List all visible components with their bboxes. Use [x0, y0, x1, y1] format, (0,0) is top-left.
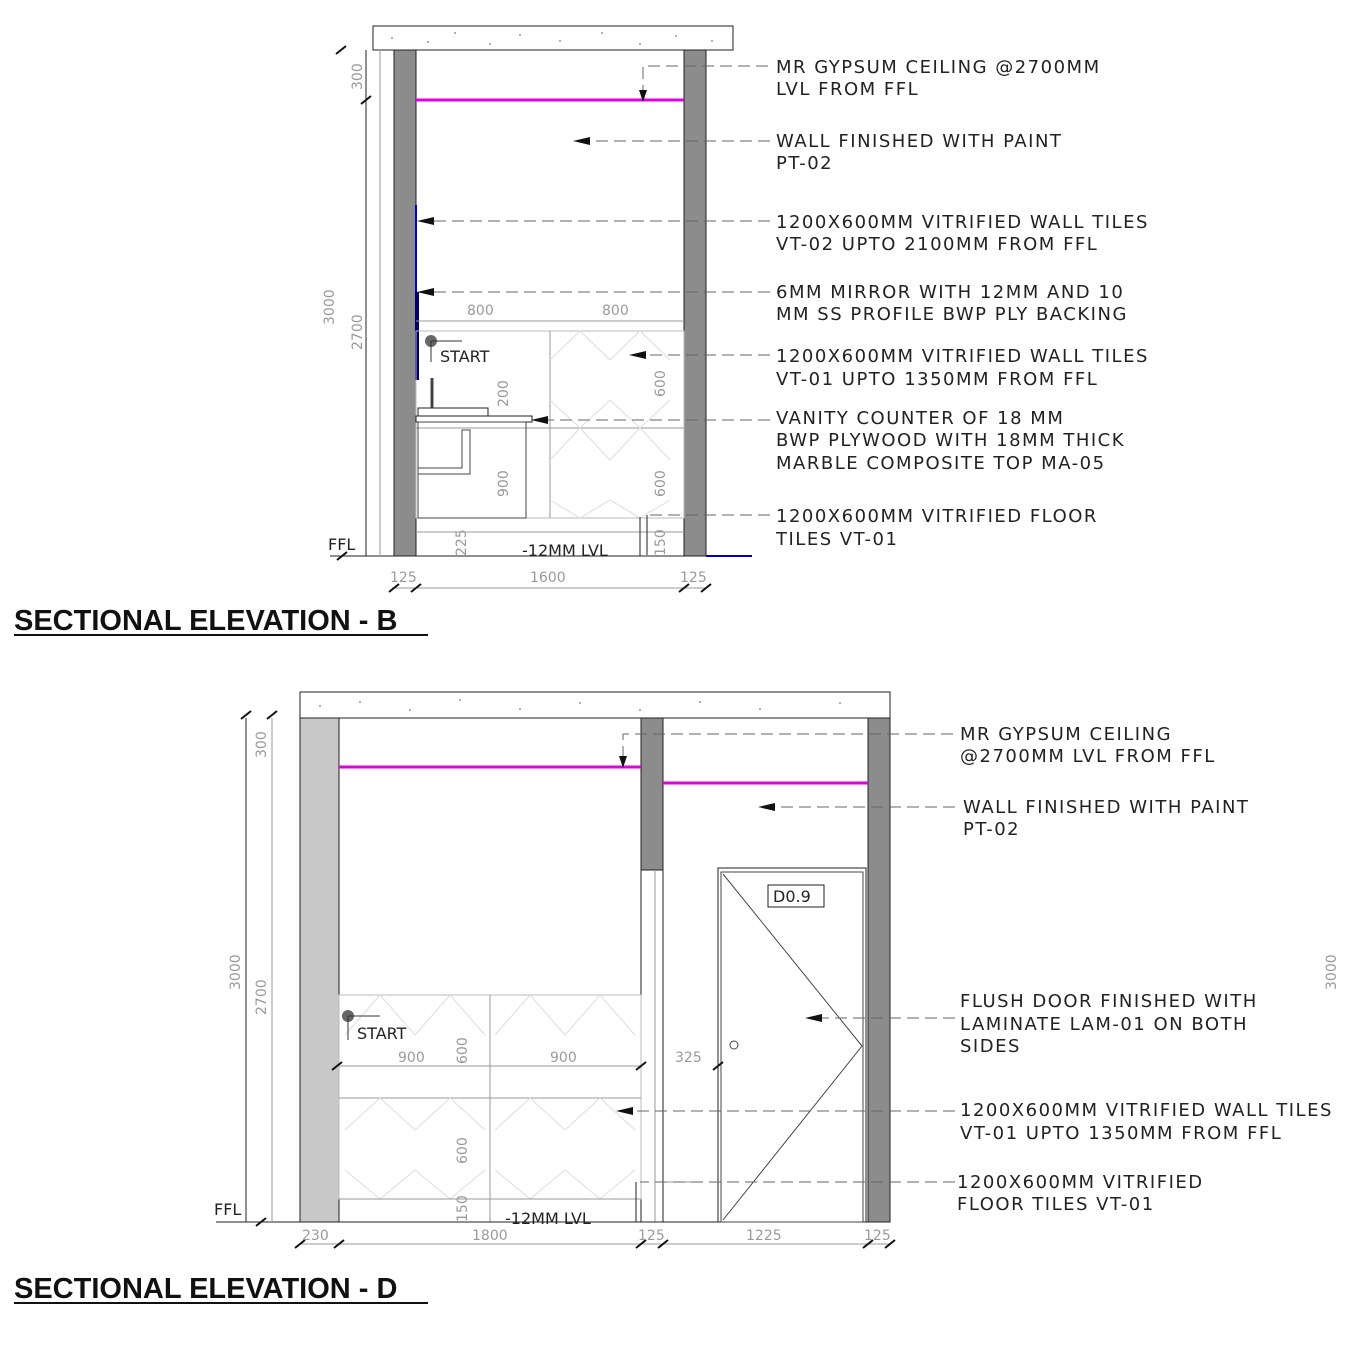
dim-counter-height-b: 900 — [496, 470, 512, 497]
ffl-label-d: FFL — [214, 1200, 241, 1219]
note-b-vt02-1: 1200X600MM VITRIFIED WALL TILES — [776, 212, 1149, 233]
note-b-paint-1: WALL FINISHED WITH PAINT — [776, 131, 1062, 152]
wall-left-b — [393, 49, 417, 557]
leaders-d — [616, 733, 955, 1183]
slab-b — [372, 25, 734, 51]
dim-partition-d: 125 — [638, 1228, 665, 1244]
slab-hatch-b — [391, 32, 713, 45]
dim-door-offset-d: 325 — [675, 1050, 702, 1066]
elevation-d: D0.9 START -12MM LVL FFL 300 3000 2700 9… — [14, 691, 1340, 1305]
flush-door-d: D0.9 — [717, 867, 867, 1223]
dim-room-width-d: 1800 — [472, 1228, 508, 1244]
dim-floor-drop-d: 150 — [455, 1195, 471, 1222]
level-label-d: -12MM LVL — [505, 1209, 591, 1228]
dim-wall-left-d: 230 — [302, 1228, 329, 1244]
dim-floor-drop-b: 150 — [653, 529, 669, 556]
dim-ceiling-void-b: 300 — [350, 63, 366, 90]
note-b-ceiling-1: MR GYPSUM CEILING @2700MM — [776, 57, 1101, 78]
notes-b: MR GYPSUM CEILING @2700MM LVL FROM FFL W… — [775, 57, 1149, 550]
level-label-b: -12MM LVL — [522, 541, 608, 560]
slab-hatch-d — [319, 699, 841, 711]
dim-tile-height-upper-d: 600 — [455, 1037, 471, 1064]
note-d-ceiling-2: @2700MM LVL FROM FFL — [960, 746, 1216, 767]
note-d-paint-1: WALL FINISHED WITH PAINT — [963, 797, 1249, 818]
note-b-vt02-2: VT-02 UPTO 2100MM FROM FFL — [776, 234, 1098, 255]
start-label-d: START — [357, 1024, 407, 1043]
vanity-counter-b — [415, 378, 533, 519]
note-b-paint-2: PT-02 — [776, 153, 833, 174]
note-d-paint-2: PT-02 — [963, 819, 1020, 840]
dim-ceiling-height-b: 2700 — [350, 314, 366, 350]
slab-d — [299, 691, 891, 719]
note-d-vt01-2: VT-01 UPTO 1350MM FROM FFL — [960, 1123, 1282, 1144]
note-b-mirror-1: 6MM MIRROR WITH 12MM AND 10 — [776, 282, 1124, 303]
dim-ceiling-void-d: 300 — [254, 731, 270, 758]
dim-wall-left-b: 125 — [390, 570, 417, 586]
dim-overall-height-d: 3000 — [228, 954, 244, 990]
dim-tile-height-lower-d: 600 — [455, 1137, 471, 1164]
partition-d — [640, 717, 664, 871]
dim-tile-width-1-b: 800 — [467, 303, 494, 319]
note-b-ceiling-2: LVL FROM FFL — [776, 79, 919, 100]
dim-tile-height-lower-b: 600 — [653, 470, 669, 497]
leaders-b — [417, 65, 770, 555]
dim-room-width-b: 1600 — [530, 570, 566, 586]
dim-wall-right-d: 125 — [864, 1228, 891, 1244]
dim-door-bay-d: 1225 — [746, 1228, 782, 1244]
note-d-door-3: SIDES — [960, 1036, 1021, 1057]
dim-tile-width-2-d: 900 — [550, 1050, 577, 1066]
note-d-vt01-1: 1200X600MM VITRIFIED WALL TILES — [960, 1100, 1333, 1121]
tile-pattern-b — [549, 330, 671, 519]
note-b-vanity-1: VANITY COUNTER OF 18 MM — [776, 408, 1064, 429]
wall-left-d — [299, 717, 340, 1223]
dim-tile-width-2-b: 800 — [602, 303, 629, 319]
title-elevation-b: SECTIONAL ELEVATION - B — [14, 605, 397, 637]
note-d-door-2: LAMINATE LAM-01 ON BOTH — [960, 1014, 1248, 1035]
elevation-b: START -12MM LVL FFL 300 3000 2700 800 80… — [14, 25, 1149, 637]
dim-counter-upstand-b: 200 — [496, 380, 512, 407]
dim-right-edge-d: 3000 — [1324, 954, 1340, 990]
wall-right-b — [683, 49, 707, 557]
dim-tile-width-1-d: 900 — [398, 1050, 425, 1066]
dim-wall-right-b: 125 — [680, 570, 707, 586]
note-b-floor-2: TILES VT-01 — [775, 529, 898, 550]
door-tag-d: D0.9 — [773, 887, 811, 906]
note-b-vt01-2: VT-01 UPTO 1350MM FROM FFL — [776, 369, 1098, 390]
dim-overall-height-b: 3000 — [322, 289, 338, 325]
start-label-b: START — [440, 347, 490, 366]
note-d-door-1: FLUSH DOOR FINISHED WITH — [960, 991, 1258, 1012]
dim-plinth-b: 225 — [454, 529, 470, 556]
wall-right-d — [867, 717, 891, 1223]
dim-ceiling-height-d: 2700 — [254, 979, 270, 1015]
note-b-floor-1: 1200X600MM VITRIFIED FLOOR — [776, 506, 1098, 527]
tile-pattern-d — [344, 994, 636, 1200]
notes-d: MR GYPSUM CEILING @2700MM LVL FROM FFL W… — [957, 724, 1333, 1215]
title-elevation-d: SECTIONAL ELEVATION - D — [14, 1273, 397, 1305]
note-b-vt01-1: 1200X600MM VITRIFIED WALL TILES — [776, 346, 1149, 367]
note-b-vanity-2: BWP PLYWOOD WITH 18MM THICK — [776, 430, 1125, 451]
note-b-vanity-3: MARBLE COMPOSITE TOP MA-05 — [776, 453, 1106, 474]
note-b-mirror-2: MM SS PROFILE BWP PLY BACKING — [776, 304, 1128, 325]
note-d-floor-2: FLOOR TILES VT-01 — [957, 1194, 1155, 1215]
dim-tile-height-upper-b: 600 — [653, 370, 669, 397]
note-d-floor-1: 1200X600MM VITRIFIED — [957, 1172, 1204, 1193]
ffl-label-b: FFL — [328, 535, 355, 554]
note-d-ceiling-1: MR GYPSUM CEILING — [960, 724, 1172, 745]
